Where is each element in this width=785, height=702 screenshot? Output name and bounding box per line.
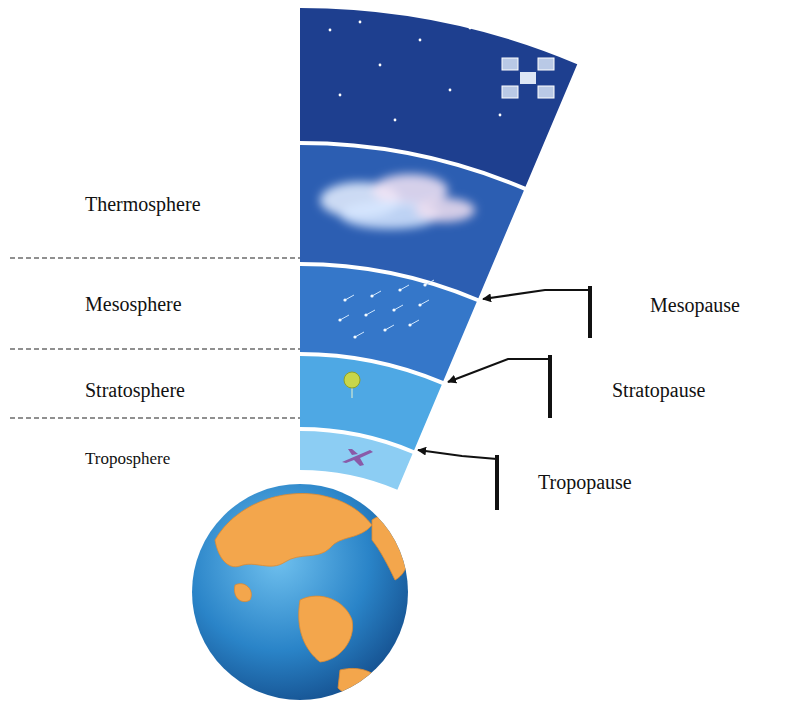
bracket-bar [588,286,592,338]
star [394,119,397,122]
boundary-label: Tropopause [538,470,632,494]
leader-arrow [418,450,497,459]
boundary-label: Stratopause [612,378,705,402]
dashed-separator [10,417,305,418]
dashed-separator [10,348,335,349]
weather-balloon [344,372,360,398]
airplane [342,449,373,466]
star [419,39,422,42]
star [339,94,342,97]
satellite [502,58,554,98]
bracket-bar [548,355,552,418]
star [329,29,332,32]
meteors [338,280,434,339]
layer-label: Mesosphere [85,292,182,316]
aurora [320,174,475,229]
exosphere-band [300,8,577,187]
leader-arrow [448,359,550,382]
star [559,39,562,42]
dashed-separator [10,257,305,258]
atmosphere-wedge [300,8,577,490]
star [519,19,522,22]
star [499,114,502,117]
star [469,27,472,30]
star [379,64,382,67]
leader-arrow [483,290,590,299]
layer-label: Thermosphere [85,192,201,216]
earth-globe [192,484,410,700]
star [449,89,452,92]
layer-label: Troposphere [85,447,170,471]
bracket-bar [495,455,499,510]
boundary-label: Mesopause [650,293,740,317]
star [359,21,362,24]
layer-label: Stratosphere [85,378,185,402]
